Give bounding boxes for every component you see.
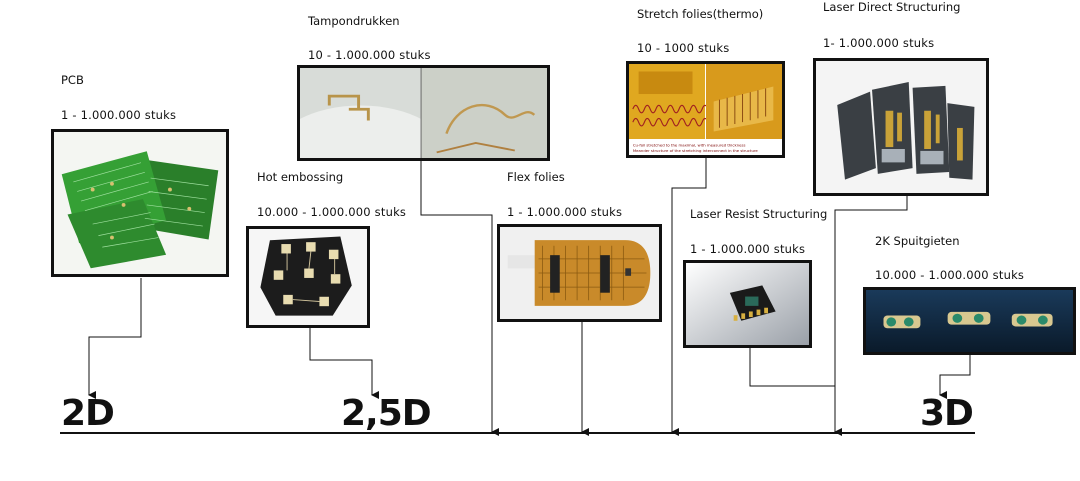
stretch-folies-photo: Cu-foil stretched to the maximal, with m… (626, 61, 785, 158)
tampondrukken-connector (420, 160, 499, 436)
pcb-photo (51, 129, 229, 277)
lrs-quantity: 1 - 1.000.000 stuks (690, 242, 806, 256)
svg-text:Meander structure of the stret: Meander structure of the stretching inte… (633, 148, 759, 153)
lds-title: Laser Direct Structuring (823, 0, 961, 14)
flex-folies-quantity: 1 - 1.000.000 stuks (507, 205, 623, 219)
stretch-folies-quantity: 10 - 1000 stuks (637, 41, 730, 55)
svg-text:Cu-foil stretched to the maxim: Cu-foil stretched to the maximal, with m… (633, 143, 746, 148)
flex-folies-title: Flex folies (507, 170, 565, 184)
lrs-title: Laser Resist Structuring (690, 207, 828, 221)
stretch-folies-connector (671, 157, 707, 436)
2k-quantity: 10.000 - 1.000.000 stuks (875, 268, 1025, 282)
tampondrukken-quantity: 10 - 1.000.000 stuks (308, 48, 431, 62)
lds-connector (834, 196, 908, 436)
tampondrukken-photo (297, 65, 550, 161)
2k-title: 2K Spuitgieten (875, 234, 960, 248)
stretch-folies-title: Stretch folies(thermo) (637, 7, 764, 21)
stage-2d-label: 2D (61, 393, 115, 434)
stage-25d-label: 2,5D (341, 393, 432, 434)
pcb-quantity: 1 - 1.000.000 stuks (61, 108, 177, 122)
lrs-photo (683, 260, 812, 348)
hot-embossing-photo (246, 226, 370, 328)
hot-embossing-quantity: 10.000 - 1.000.000 stuks (257, 205, 407, 219)
2k-connector (939, 355, 971, 399)
tampondrukken-title: Tampondrukken (308, 14, 400, 28)
hot-embossing-connector (309, 328, 379, 399)
pcb-title: PCB (61, 73, 84, 87)
hot-embossing-title: Hot embossing (257, 170, 344, 184)
pcb-connector (88, 278, 142, 399)
2k-photo (863, 287, 1076, 355)
flex-folies-photo (497, 224, 662, 322)
lds-photo (813, 58, 989, 196)
lrs-connector (749, 348, 835, 387)
stage-3d-label: 3D (920, 393, 974, 434)
lds-quantity: 1- 1.000.000 stuks (823, 36, 935, 50)
